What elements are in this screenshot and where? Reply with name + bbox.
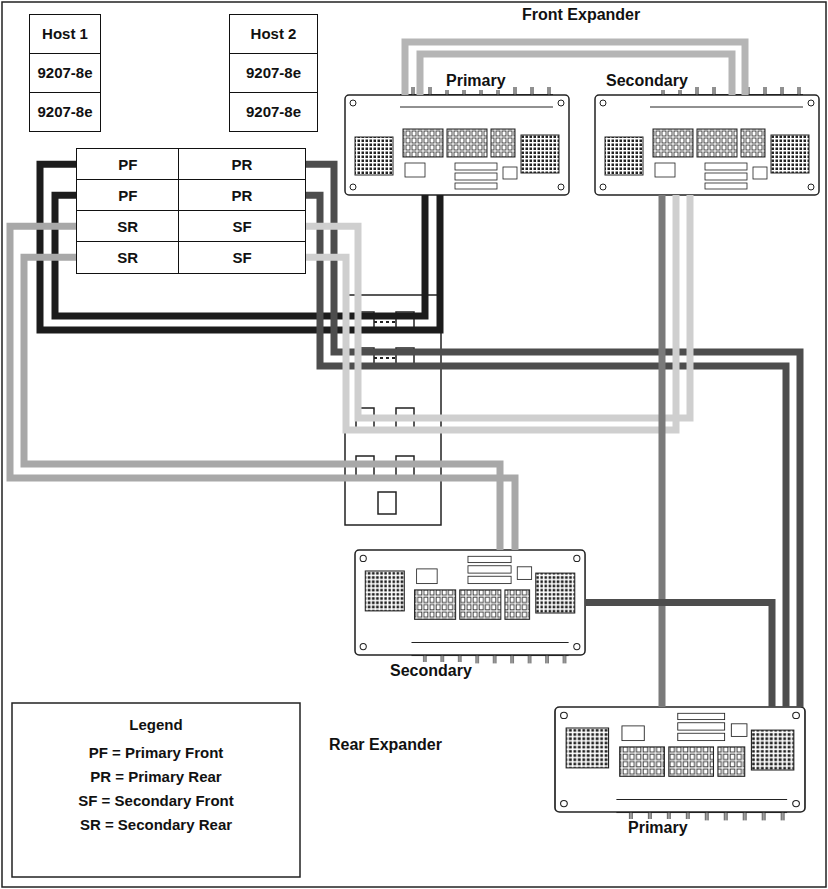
sas-cable: [659, 195, 666, 707]
sas-cable: [306, 195, 786, 707]
cable-code: PF: [118, 187, 137, 204]
legend-entry: SF = Secondary Front: [12, 792, 300, 809]
board-label: Secondary: [603, 72, 691, 90]
expander-board: Primary: [345, 95, 569, 195]
section-label: Rear Expander: [327, 736, 444, 754]
sas-cable: [306, 195, 690, 418]
cable-code: PR: [232, 187, 253, 204]
expander-board: Secondary: [355, 550, 585, 655]
host-card-stack: Host 29207-8e9207-8e: [229, 14, 318, 132]
cable-code: PR: [232, 156, 253, 173]
cable-code: SF: [232, 218, 251, 235]
cable-code: SR: [117, 249, 138, 266]
expander-board: Secondary: [595, 95, 819, 195]
cable-label-cell: SR: [76, 241, 180, 274]
cable-label-cell: PF: [76, 148, 180, 181]
sas-cable: [405, 42, 745, 95]
expander-board: Primary: [555, 707, 805, 812]
host-name: Host 2: [230, 15, 317, 53]
legend-heading: Legend: [12, 716, 300, 733]
rear-primary-board: [555, 707, 805, 820]
sas-cable: [420, 54, 732, 95]
sas-cable: [55, 195, 425, 316]
cable-code: SF: [232, 249, 251, 266]
board-label: Primary: [443, 72, 509, 90]
hba-model: 9207-8e: [230, 53, 317, 92]
sas-cable: [585, 603, 772, 708]
sas-cable: [10, 226, 515, 550]
front-secondary-board: [595, 87, 819, 195]
hba-model: 9207-8e: [30, 92, 100, 131]
legend-entry: PF = Primary Front: [12, 744, 300, 761]
section-label: Front Expander: [520, 6, 642, 24]
legend-box: [12, 703, 300, 877]
front-primary-board: [345, 87, 569, 195]
board-label: Secondary: [387, 662, 475, 680]
cable-label-cell: PF: [76, 179, 180, 212]
host-card-stack: Host 19207-8e9207-8e: [29, 14, 101, 132]
sas-cable: [24, 257, 500, 550]
cable-label-cell: SF: [178, 210, 306, 243]
board-label: Primary: [625, 819, 691, 837]
rear-secondary-board: [355, 550, 585, 663]
legend-entry: SR = Secondary Rear: [12, 816, 300, 833]
hba-model: 9207-8e: [30, 53, 100, 92]
cable-code: SR: [117, 218, 138, 235]
sas-cable: [306, 164, 800, 707]
cable-label-cell: PR: [178, 148, 306, 181]
cable-label-cell: SF: [178, 241, 306, 274]
cable-label-cell: SR: [76, 210, 180, 243]
host-name: Host 1: [30, 15, 100, 53]
cable-code: PF: [118, 156, 137, 173]
sas-cable: [306, 195, 676, 430]
sas-cable: [40, 164, 440, 330]
cable-label-cell: PR: [178, 179, 306, 212]
legend-entry: PR = Primary Rear: [12, 768, 300, 785]
hba-model: 9207-8e: [230, 92, 317, 131]
